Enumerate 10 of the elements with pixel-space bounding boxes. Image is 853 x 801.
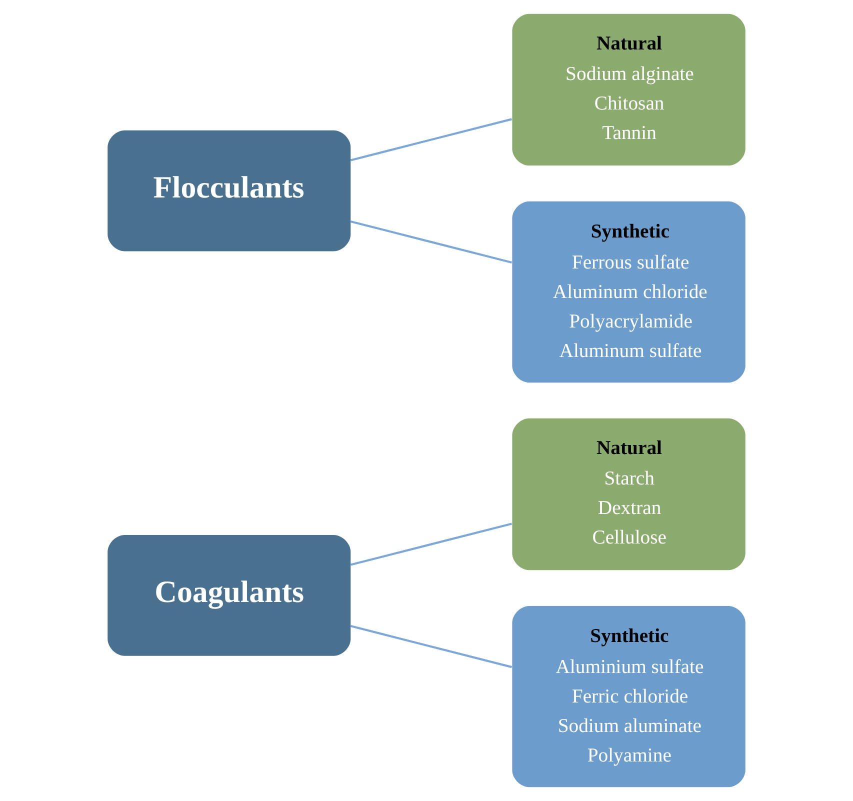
node-box: Natural Sodium alginate Chitosan Tannin bbox=[512, 14, 746, 166]
connector bbox=[350, 220, 512, 264]
node-box: Synthetic Ferrous sulfate Aluminum chloride Polyacrylamide Aluminum sulfate bbox=[512, 201, 746, 383]
node-box: Coagulants bbox=[108, 535, 351, 656]
connector bbox=[350, 118, 512, 162]
node-box: Synthetic Aluminium sulfate Ferric chloride Sodium aluminate Polyamine bbox=[512, 606, 746, 788]
connector bbox=[350, 522, 512, 566]
node-box: Flocculants bbox=[108, 130, 351, 252]
node-box: Natural Starch Dextran Cellulose bbox=[512, 418, 746, 570]
connector bbox=[350, 625, 512, 668]
